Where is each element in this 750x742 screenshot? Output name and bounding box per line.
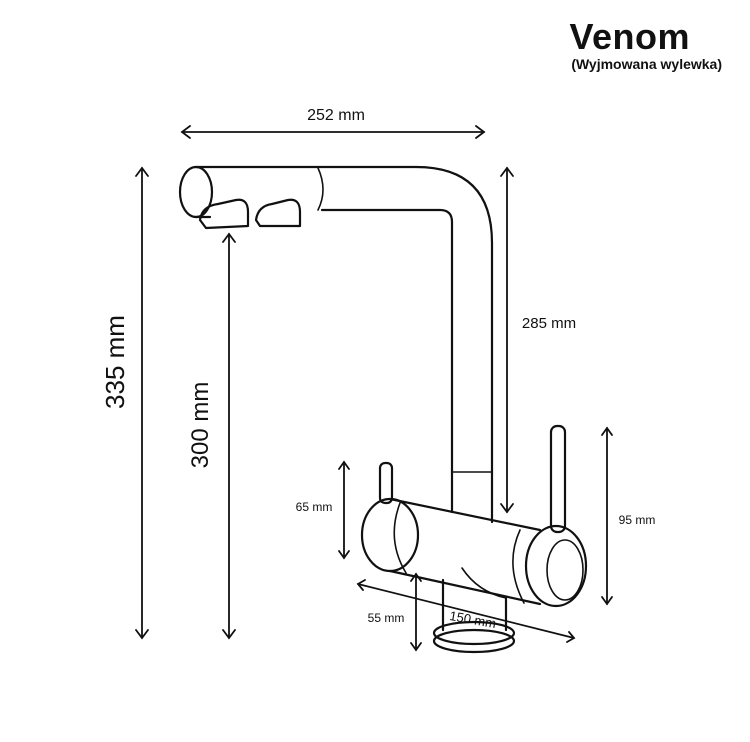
base-ring-top — [432, 620, 516, 646]
label-55: 55 mm — [368, 611, 405, 625]
body-right-end — [524, 524, 588, 608]
dim-arrow-285 — [500, 166, 514, 514]
faucet-outline — [178, 165, 588, 654]
label-252: 252 mm — [307, 107, 365, 124]
body-left-end — [360, 497, 420, 573]
base-column-curve — [461, 567, 507, 599]
dim-arrow-65 — [338, 460, 350, 560]
product-title: Venom — [569, 16, 690, 57]
label-65: 65 mm — [296, 500, 333, 514]
label-150: 150 mm — [448, 608, 497, 631]
left-handle — [378, 461, 394, 505]
dim-arrow-55 — [410, 572, 422, 652]
spout-seam — [317, 167, 324, 211]
base-ring-bottom — [432, 628, 516, 654]
nozzle-right — [254, 198, 302, 228]
dim-arrow-300 — [222, 232, 236, 640]
label-285: 285 mm — [522, 315, 576, 332]
dim-arrow-150 — [356, 579, 576, 643]
label-95: 95 mm — [619, 513, 656, 527]
nozzle-left — [198, 198, 250, 230]
dim-arrow-252 — [180, 125, 486, 139]
dim-arrow-95 — [601, 426, 613, 606]
dim-arrow-335 — [135, 166, 149, 640]
product-subtitle: (Wyjmowana wylewka) — [571, 56, 722, 72]
body-collar — [393, 502, 525, 604]
body-right-inner — [546, 539, 584, 601]
right-handle — [549, 424, 567, 534]
label-300: 300 mm — [187, 382, 214, 469]
spout-arm — [194, 165, 494, 474]
spout-head-end — [178, 165, 214, 219]
neck-lower — [450, 470, 494, 524]
label-335: 335 mm — [100, 315, 130, 409]
